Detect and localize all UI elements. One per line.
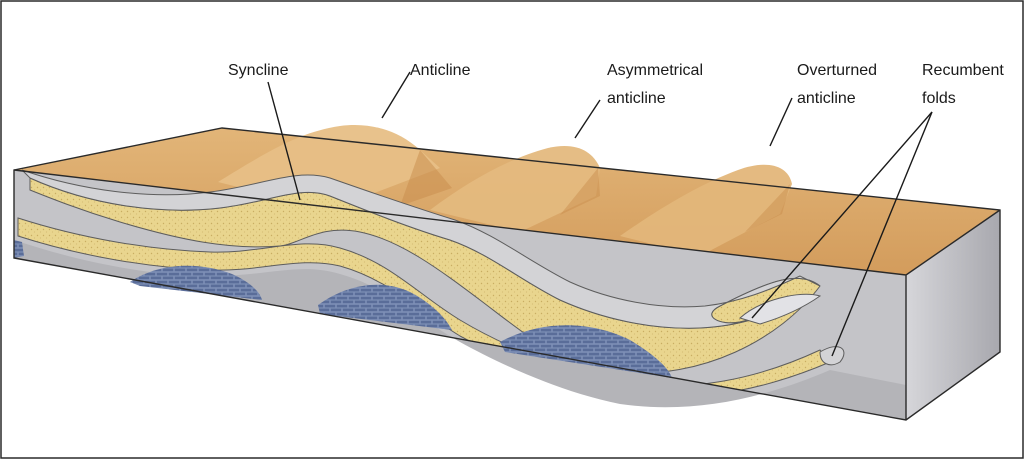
label-asymmetrical-1: Asymmetrical xyxy=(607,62,703,79)
label-anticline: Anticline xyxy=(410,62,471,79)
label-overturned-1: Overturned xyxy=(797,62,877,79)
label-recumbent-1: Recumbent xyxy=(922,62,1004,79)
label-recumbent-2: folds xyxy=(922,90,956,107)
label-overturned-2: anticline xyxy=(797,90,856,107)
label-asymmetrical-2: anticline xyxy=(607,90,666,107)
label-syncline: Syncline xyxy=(228,62,289,79)
